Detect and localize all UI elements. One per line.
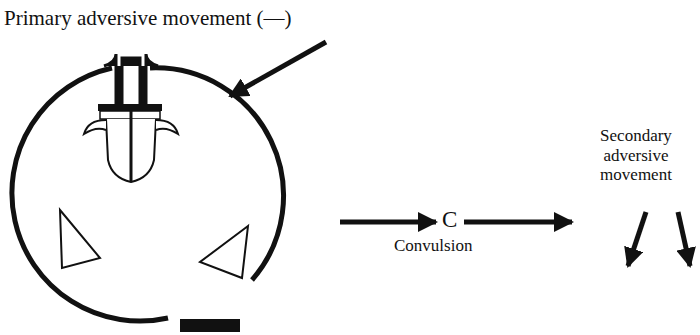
movement-arrow: [628, 212, 646, 266]
callout-label: Primary adversive movement (—): [4, 6, 292, 30]
cross-bar: [98, 104, 162, 111]
stage-letter: C: [442, 207, 457, 233]
ear-shape: [156, 120, 178, 134]
flow-arrow: [464, 220, 572, 225]
movement-arrow: [678, 212, 690, 266]
stage-label: Convulsion: [394, 236, 472, 256]
callout-label: Secondary adversive movement: [580, 126, 692, 185]
bottom-bar: [180, 319, 240, 332]
flow-arrow: [340, 220, 436, 225]
triangle-symbol: [200, 226, 248, 278]
pointer-arrow: [230, 42, 326, 96]
brain-shape: [130, 111, 133, 182]
head-outline: [12, 68, 168, 321]
triangle-symbol: [60, 210, 100, 268]
stem-symbol: [104, 54, 158, 104]
ear-shape: [84, 120, 106, 134]
head-outline: [150, 68, 284, 280]
